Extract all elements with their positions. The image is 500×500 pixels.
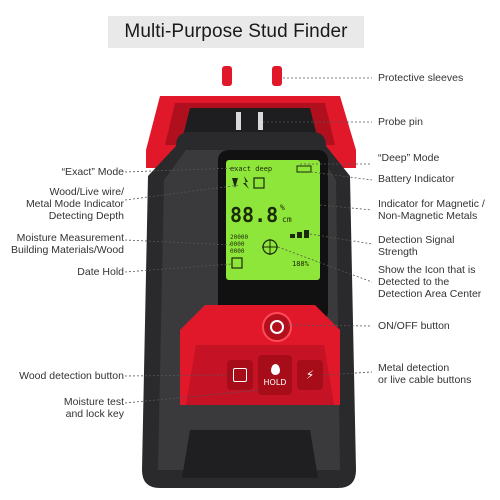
lcd-small-line-1: 20000 <box>230 234 248 241</box>
callout-wood-button: Wood detection button <box>19 370 124 382</box>
callout-on-off: ON/OFF button <box>378 320 450 332</box>
wood-detection-button[interactable] <box>227 360 253 390</box>
lcd-percent: 188% <box>292 260 310 268</box>
lcd-main-digits: 88.8 <box>230 203 278 227</box>
lcd-small-line-2: 0000 <box>230 241 245 248</box>
protective-sleeves-graphic <box>222 66 282 86</box>
callout-protective-sleeves: Protective sleeves <box>378 72 464 84</box>
lcd-battery-icon <box>296 165 312 173</box>
callout-date-hold: Date Hold <box>77 266 124 278</box>
lcd-unit-main: % <box>280 203 285 212</box>
lightning-icon: ⚡ <box>305 368 315 382</box>
lcd-metal-icon <box>253 177 265 189</box>
power-icon <box>270 320 284 334</box>
callout-battery-indicator: Battery Indicator <box>378 173 455 185</box>
diagram-title: Multi-Purpose Stud Finder <box>108 16 364 48</box>
on-off-button[interactable] <box>262 312 292 342</box>
hold-button-label: HOLD <box>263 377 287 387</box>
metal-detection-button[interactable]: ⚡ <box>297 360 323 390</box>
water-drop-icon <box>270 363 280 375</box>
lcd-wood-icon <box>232 178 238 188</box>
callout-probe-pin: Probe pin <box>378 116 423 128</box>
callout-exact-mode: “Exact” Mode <box>61 166 124 178</box>
callout-magnetic-indicator: Indicator for Magnetic /Non-Magnetic Met… <box>378 198 485 222</box>
lcd-small-line-3: 0000 <box>230 248 245 255</box>
lcd-unit-sub: cm <box>282 215 292 224</box>
hold-button[interactable]: HOLD <box>258 355 292 395</box>
lcd-hold-icon <box>231 257 243 269</box>
wood-icon <box>233 368 247 382</box>
lcd-mode-text: exact deep <box>230 165 272 173</box>
probe-pins <box>236 112 263 130</box>
callout-deep-mode: “Deep” Mode <box>378 152 440 164</box>
